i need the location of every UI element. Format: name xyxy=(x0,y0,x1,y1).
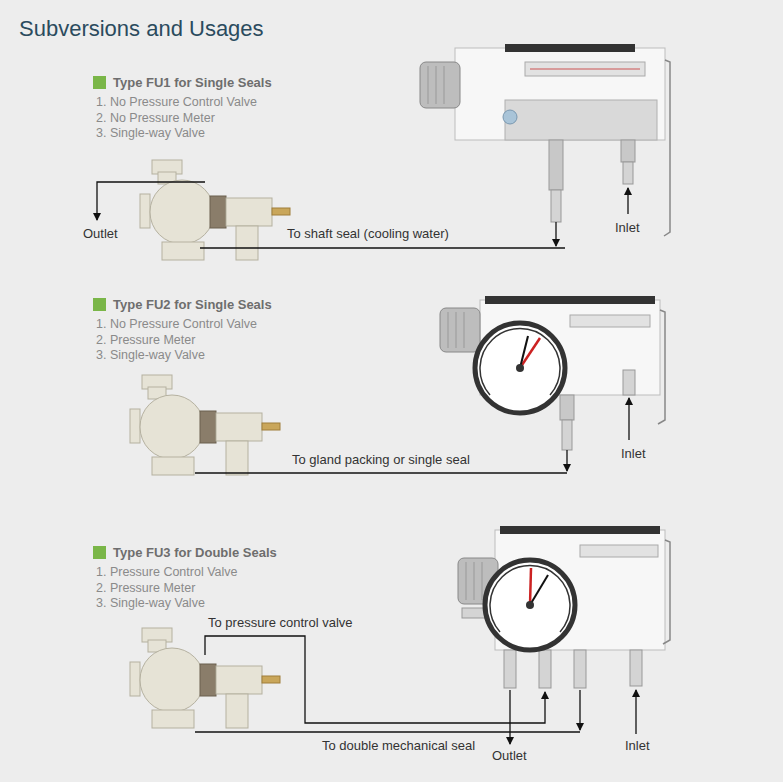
flow-label: To pressure control valve xyxy=(208,615,353,630)
page-title: Subversions and Usages xyxy=(19,16,264,42)
feature-item: 1. Pressure Control Valve xyxy=(93,565,277,581)
flow-label: Inlet xyxy=(625,738,650,753)
flow-label: To shaft seal (cooling water) xyxy=(287,226,449,241)
flow-unit-drawing xyxy=(458,526,670,688)
pump-drawing xyxy=(130,375,280,475)
type-card: Type FU3 for Double Seals 1. Pressure Con… xyxy=(93,544,277,612)
feature-item: 3. Single-way Valve xyxy=(93,126,272,142)
feature-item: 2. Pressure Meter xyxy=(93,333,272,349)
feature-item: 1. No Pressure Control Valve xyxy=(93,95,272,111)
flow-label: Inlet xyxy=(621,446,646,461)
flow-label: To gland packing or single seal xyxy=(292,452,470,467)
feature-item: 3. Single-way Valve xyxy=(93,596,277,612)
flow-label: Inlet xyxy=(615,220,640,235)
type-card: Type FU2 for Single Seals 1. No Pressure … xyxy=(93,296,272,364)
feature-item: 3. Single-way Valve xyxy=(93,348,272,364)
flow-label: Outlet xyxy=(492,748,527,763)
type-heading: Type FU2 for Single Seals xyxy=(93,296,272,313)
flow-label: Outlet xyxy=(83,226,118,241)
type-heading: Type FU1 for Single Seals xyxy=(93,74,272,91)
feature-item: 2. Pressure Meter xyxy=(93,581,277,597)
flow-label: To double mechanical seal xyxy=(322,738,475,753)
pipe-lines xyxy=(97,182,636,744)
type-heading: Type FU3 for Double Seals xyxy=(93,544,277,561)
feature-item: 1. No Pressure Control Valve xyxy=(93,317,272,333)
feature-item: 2. No Pressure Meter xyxy=(93,111,272,127)
flow-unit-drawing xyxy=(440,296,665,450)
pump-drawing xyxy=(140,160,290,260)
type-card: Type FU1 for Single Seals 1. No Pressure … xyxy=(93,74,272,142)
flow-unit-drawing xyxy=(420,44,670,236)
